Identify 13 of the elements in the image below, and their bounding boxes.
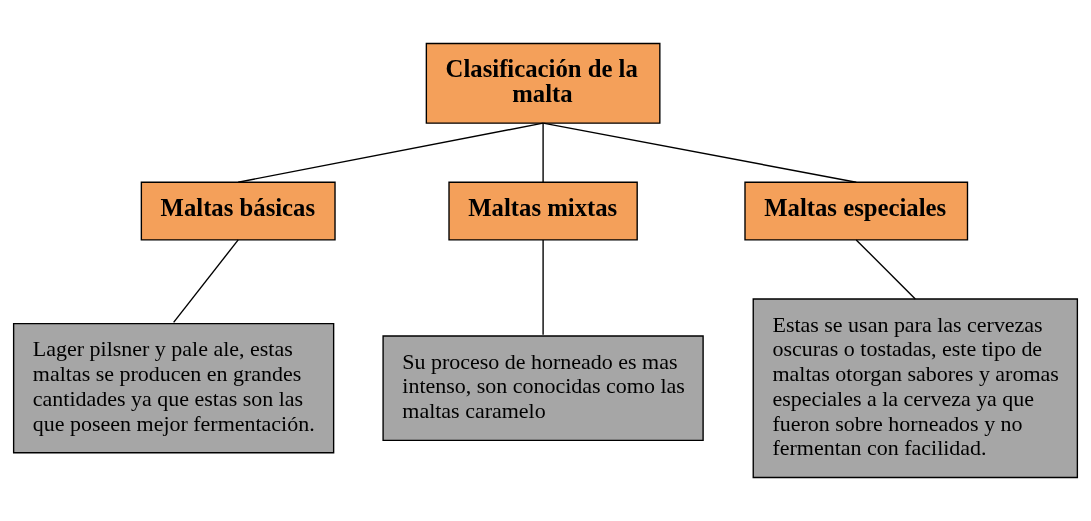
connector [542, 122, 544, 183]
connector [172, 239, 239, 323]
node-box: Maltas mixtas [448, 181, 638, 241]
node-box: Maltas especiales [744, 181, 969, 241]
connector [542, 122, 857, 183]
node-box: Su proceso de horneado es mas intenso, son conocidas como las maltas caramelo [382, 335, 704, 442]
node-box: Lager pilsner y pale ale, estas maltas se producen en grandes cantidades ya que estas son las que poseen mejor fermentación. [12, 323, 335, 454]
node-box: Estas se usan para las cervezas oscuras o tostadas, este tipo de maltas otorgan sabores y aromas especiales a la cerveza ya que fueron sobre horneados y no fermentan con facilidad. [752, 298, 1079, 479]
node-box: Clasificación de la malta [425, 42, 661, 124]
connector [237, 122, 544, 183]
connector [542, 239, 544, 336]
connector [855, 239, 916, 300]
node-box: Maltas básicas [140, 181, 336, 241]
